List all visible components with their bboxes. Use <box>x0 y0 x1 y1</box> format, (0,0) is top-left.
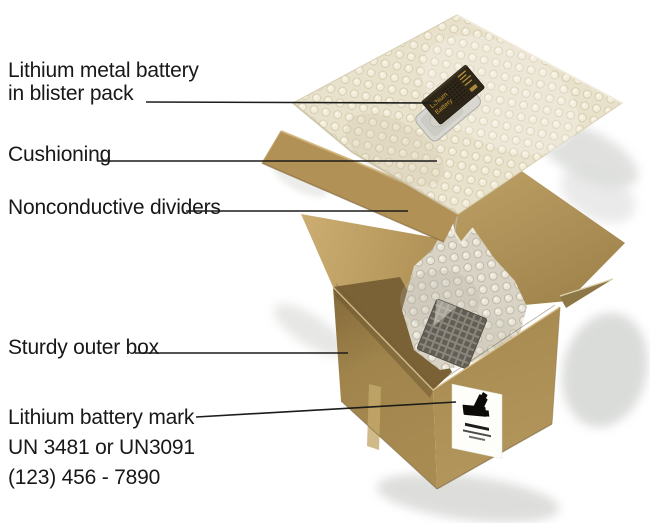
box-left-face <box>333 287 437 489</box>
label-dividers: Nonconductive dividers <box>8 196 221 219</box>
box-rim-crease <box>335 283 556 387</box>
box-rim-edge <box>332 286 561 391</box>
battery-mark-icon <box>462 391 490 417</box>
box-right-edge <box>551 306 561 425</box>
label-dividers-text: Nonconductive dividers <box>8 196 221 219</box>
label-battery-mark-line3: (123) 456 - 7890 <box>8 466 161 489</box>
cushioning-lower-edge <box>292 102 459 215</box>
box-interior-shadow <box>333 277 452 390</box>
divider-left-edge <box>261 130 282 164</box>
battery-card-barcode <box>469 84 478 92</box>
leader-lines <box>97 101 457 418</box>
box-left-face-slot <box>367 384 381 450</box>
cast-shadows <box>273 122 648 523</box>
cushioning-upper-edge <box>456 14 623 104</box>
label-battery-mark-line2: UN 3481 or UN3091 <box>8 436 195 459</box>
wrapped-battery <box>416 298 488 370</box>
label-cushioning-text: Cushioning <box>8 143 112 166</box>
battery-card-perforation <box>441 78 470 107</box>
label-battery-mark: Lithium battery mark UN 3481 or UN3091 (… <box>8 403 195 493</box>
label-battery-blister-line1: Lithium metal battery <box>8 59 199 82</box>
label-outer-box-text: Sturdy outer box <box>8 336 159 359</box>
blister-pack-battery: Lithium Battery <box>415 64 485 142</box>
label-battery-mark-line1: Lithium battery mark <box>8 406 195 429</box>
leader-line-mark <box>195 401 457 418</box>
battery-card-fineprint-2 <box>459 74 467 81</box>
inner-bubble-wrap <box>400 221 527 370</box>
label-battery-blister-line2: in blister pack <box>8 82 134 105</box>
divider-bottom-edge <box>261 162 445 243</box>
label-battery-blister: Lithium metal battery in blister pack <box>8 59 199 105</box>
mark-text-bar-3 <box>469 435 485 442</box>
leader-line-battery <box>145 101 438 104</box>
mark-text-bar-2 <box>463 429 491 438</box>
box-left-face-crease <box>333 287 433 398</box>
box-bottom-left-edge <box>340 400 438 490</box>
outer-box <box>301 158 625 490</box>
battery-card-fineprint-3 <box>461 74 472 83</box>
label-cushioning: Cushioning <box>8 143 111 166</box>
box-right-flap-tip <box>560 279 613 308</box>
label-outer-box: Sturdy outer box <box>8 336 159 359</box>
battery-card-fineprint-4 <box>464 79 473 86</box>
box-right-flap-edge <box>559 278 614 297</box>
mark-text-bar-1 <box>465 422 489 431</box>
battery-card-edge <box>421 64 467 104</box>
battery-card-fineprint-1 <box>457 70 467 78</box>
lithium-battery-mark-label <box>451 383 503 459</box>
